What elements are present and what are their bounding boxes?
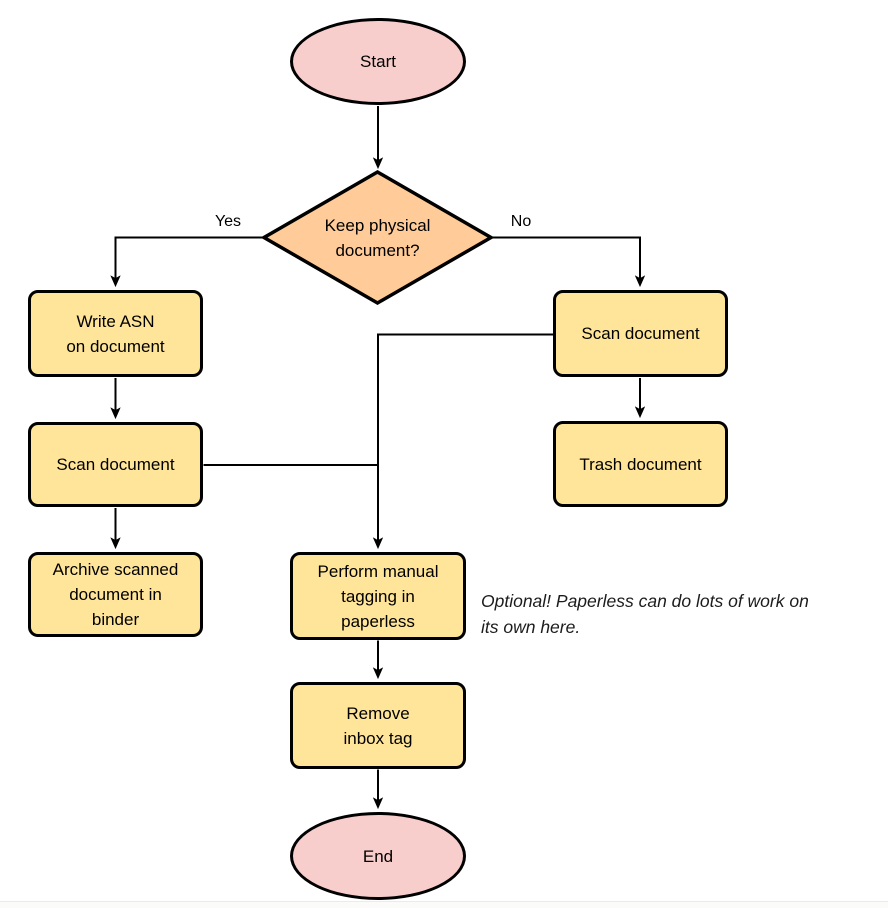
end-node-label: End [362, 846, 394, 866]
process-archive-binder: Archive scanned document in binder [28, 552, 203, 637]
edge-label-yes: Yes [214, 213, 242, 230]
decision-node-keep-physical: Keep physical document? [297, 210, 458, 265]
process-write-asn-label: Write ASN on document [66, 311, 165, 356]
start-node-label: Start [360, 52, 396, 71]
process-scan-document-left: Scan document [28, 422, 203, 507]
process-archive-binder-label: Archive scanned document in binder [52, 560, 179, 629]
start-node: Start [290, 18, 466, 105]
process-perform-tagging-label: Perform manual tagging in paperless [317, 561, 439, 631]
bottom-edge-divider [0, 901, 888, 908]
edge-label-no: No [510, 213, 532, 230]
process-perform-tagging: Perform manual tagging in paperless [290, 552, 466, 640]
end-node: End [290, 812, 466, 900]
process-scan-document-right: Scan document [553, 290, 728, 377]
process-trash-document-label: Trash document [579, 454, 702, 474]
edge-decision-yes-to-write-asn [110, 236, 264, 288]
process-remove-inbox-tag: Remove inbox tag [290, 682, 466, 769]
process-scan-document-left-label: Scan document [56, 455, 175, 474]
process-scan-document-right-label: Scan document [581, 324, 700, 343]
decision-node-label: Keep physical document? [324, 215, 431, 260]
annotation-optional-note: Optional! Paperless can do lots of work … [481, 591, 809, 637]
process-trash-document: Trash document [553, 421, 728, 507]
process-remove-inbox-tag-label: Remove inbox tag [343, 703, 413, 748]
process-write-asn: Write ASN on document [28, 290, 203, 377]
edge-decision-no-to-scan-right [491, 236, 646, 288]
edge-scan-right-to-perform-tagging [372, 333, 553, 550]
decision-diamond-shape [260, 169, 495, 306]
